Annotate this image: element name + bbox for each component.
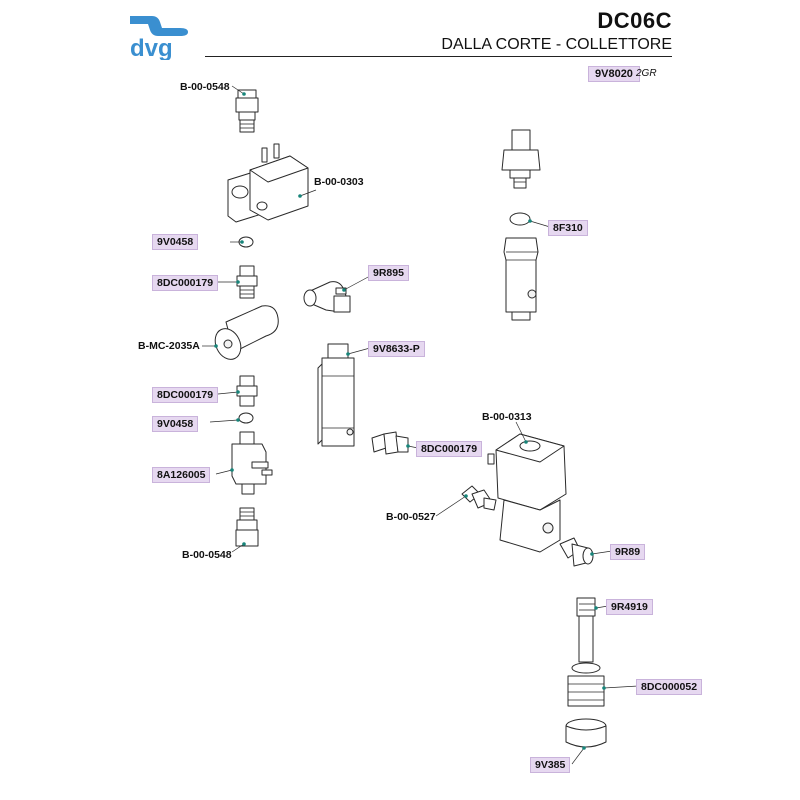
label-b-00-0527: B-00-0527: [386, 511, 436, 523]
part-nipple-mid: [236, 375, 258, 407]
part-pressure-switch: [231, 431, 273, 495]
model-code-badge: 9V8020: [588, 66, 640, 82]
part-elbow-9r895: [303, 281, 351, 313]
part-solenoid-valve-top: [227, 143, 309, 223]
header-divider: [205, 56, 672, 57]
label-b-00-0313: B-00-0313: [482, 411, 532, 423]
model-variant: 2GR: [636, 68, 657, 79]
part-fitting-8dc000052: [567, 662, 605, 707]
document-title: DALLA CORTE - COLLETTORE: [441, 36, 672, 53]
part-fitting-top: [235, 89, 259, 133]
dvg-logo: dvg: [128, 10, 198, 62]
label-9r4919: 9R4919: [606, 599, 653, 615]
label-8dc000052: 8DC000052: [636, 679, 703, 695]
part-manifold-block: [317, 343, 355, 447]
label-b-00-0548-top: B-00-0548: [180, 81, 230, 93]
label-9v8633-p: 9V8633-P: [368, 341, 425, 357]
label-8a126005: 8A126005: [152, 467, 211, 483]
label-9v0458-bottom: 9V0458: [152, 416, 199, 432]
label-b-00-0303: B-00-0303: [314, 176, 364, 188]
label-8f310: 8F310: [548, 220, 588, 236]
label-8dc000179-top: 8DC000179: [152, 275, 219, 291]
part-ring-9v385: [565, 718, 607, 748]
part-nipple-horizontal: [371, 431, 409, 455]
part-cylinder: [214, 305, 279, 360]
label-9r895: 9R895: [368, 265, 409, 281]
part-elbow-9r89: [559, 537, 594, 567]
leader-lines: [202, 85, 639, 765]
label-8dc000179-right: 8DC000179: [416, 441, 483, 457]
label-9v0458-top: 9V0458: [152, 234, 199, 250]
part-solenoid-valve-right: [487, 433, 567, 553]
part-sensor: [501, 129, 541, 189]
part-nipple-top: [236, 265, 258, 299]
label-9r89: 9R89: [610, 544, 646, 560]
part-tube-body: [503, 237, 539, 321]
label-9v385: 9V385: [530, 757, 571, 773]
part-stem-9r4919: [576, 597, 596, 663]
part-oring-8f310: [509, 212, 531, 226]
label-b-00-0548-bottom: B-00-0548: [182, 549, 232, 561]
logo-text: dvg: [130, 35, 173, 60]
document-code: DC06C: [597, 8, 672, 33]
part-fitting-angled: [461, 485, 497, 511]
part-oring-bottom: [238, 412, 254, 424]
part-fitting-bottom: [235, 507, 259, 547]
label-8dc000179-mid: 8DC000179: [152, 387, 219, 403]
label-b-mc-2035a: B-MC-2035A: [138, 340, 200, 352]
